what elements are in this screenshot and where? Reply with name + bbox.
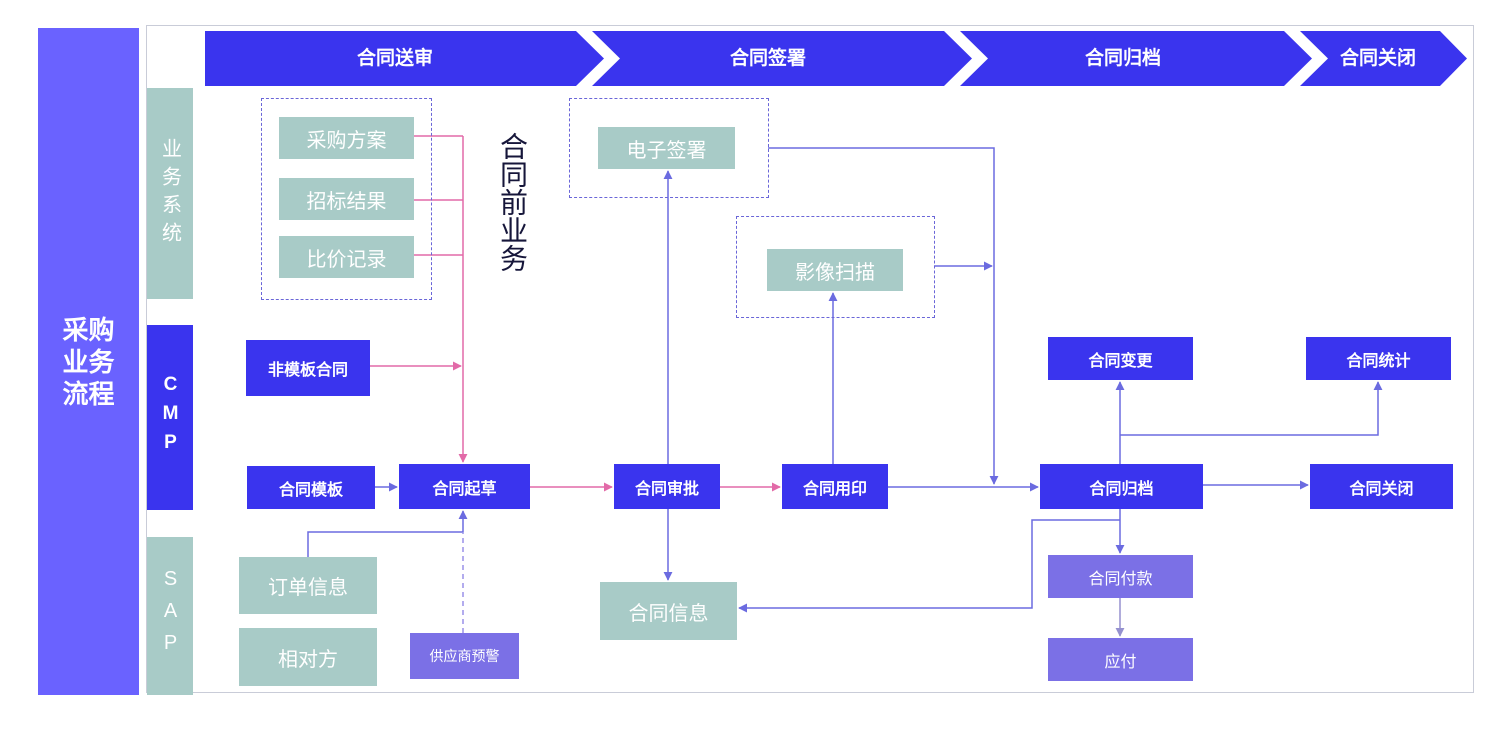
pre-contract-group — [261, 98, 432, 300]
side-title-line-3: 流程 — [62, 378, 115, 409]
stage-segment-close — [1300, 31, 1467, 86]
node-contract-close[interactable]: 合同关闭 — [1310, 464, 1453, 509]
side-title: 采购 业务 流程 — [38, 28, 139, 695]
node-bid-result[interactable]: 招标结果 — [279, 178, 414, 220]
node-e-signature[interactable]: 电子签署 — [598, 127, 735, 169]
node-contract-template[interactable]: 合同模板 — [247, 466, 375, 509]
node-contract-seal[interactable]: 合同用印 — [782, 464, 888, 509]
stage-segment-signing — [592, 31, 972, 86]
node-contract-change[interactable]: 合同变更 — [1048, 337, 1193, 380]
line-archive-to-contract-info — [738, 519, 1120, 613]
lane-cmp-label: CMP — [160, 374, 181, 461]
scan-group — [736, 216, 935, 318]
lane-business-system-label: 业务系统 — [158, 137, 181, 250]
lane-business-system: 业务系统 — [147, 88, 193, 299]
node-contract-draft[interactable]: 合同起草 — [399, 464, 530, 509]
lane-sap: SAP — [147, 537, 193, 695]
node-order-info[interactable]: 订单信息 — [239, 557, 377, 614]
line-order-to-draft — [307, 510, 468, 557]
node-payable[interactable]: 应付 — [1048, 638, 1193, 681]
line-archive-to-statistics — [1120, 381, 1383, 436]
stage-header — [205, 31, 1467, 86]
node-supplier-warning[interactable]: 供应商预警 — [410, 633, 519, 679]
stage-label-archive: 合同归档 — [1084, 48, 1161, 69]
lane-sap-label: SAP — [159, 568, 182, 664]
pre-contract-label: 合同前业务 — [497, 132, 528, 272]
node-contract-archive[interactable]: 合同归档 — [1040, 464, 1203, 509]
side-title-line-1: 采购 — [62, 314, 115, 345]
lane-cmp: CMP — [147, 325, 193, 510]
diagram-frame — [146, 25, 1474, 693]
node-price-comparison[interactable]: 比价记录 — [279, 236, 414, 278]
side-title-line-2: 业务 — [62, 346, 115, 377]
node-counterparty[interactable]: 相对方 — [239, 628, 377, 686]
esign-group — [569, 98, 769, 198]
stage-label-signing: 合同签署 — [729, 48, 806, 69]
node-image-scan[interactable]: 影像扫描 — [767, 249, 903, 291]
node-contract-approval[interactable]: 合同审批 — [614, 464, 720, 509]
stage-label-close: 合同关闭 — [1339, 48, 1416, 69]
line-esign-to-archive — [768, 147, 999, 485]
node-contract-payment[interactable]: 合同付款 — [1048, 555, 1193, 598]
stage-segment-review — [205, 31, 604, 86]
stage-segment-archive — [960, 31, 1312, 86]
node-contract-info[interactable]: 合同信息 — [600, 582, 737, 640]
node-non-template-contract[interactable]: 非模板合同 — [246, 340, 370, 396]
node-contract-statistics[interactable]: 合同统计 — [1306, 337, 1451, 380]
node-procurement-plan[interactable]: 采购方案 — [279, 117, 414, 159]
stage-label-review: 合同送审 — [356, 48, 433, 69]
